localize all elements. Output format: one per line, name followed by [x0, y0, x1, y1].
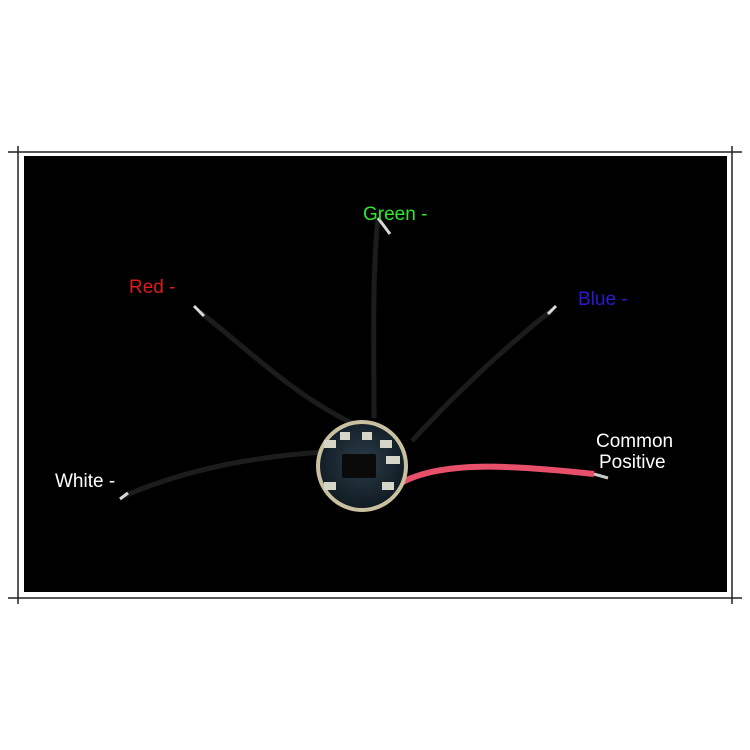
component: [324, 482, 336, 490]
white-wire: [123, 449, 325, 499]
positive-wire-tip: [593, 472, 609, 480]
common-positive-line2: Positive: [599, 452, 666, 473]
common-positive-line1: Common: [596, 431, 674, 452]
white-negative-label: White -: [55, 471, 116, 492]
red-wire-tip: [192, 304, 206, 318]
positive-wire: [394, 463, 595, 489]
component: [340, 432, 350, 440]
component: [380, 440, 392, 448]
component: [386, 456, 400, 464]
common-positive-label: Common Positive: [596, 431, 673, 473]
driver-board-illustration: [119, 217, 609, 512]
blue-wire-tip: [546, 304, 558, 316]
green-wire: [371, 217, 381, 419]
led-driver-photo: Green - Red - Blue - White - Common Posi…: [24, 156, 727, 592]
green-wire-tip: [376, 217, 392, 235]
red-negative-label: Red -: [129, 277, 176, 298]
white-wire-tip: [119, 491, 129, 501]
driver-chip: [342, 454, 376, 478]
component: [324, 440, 336, 448]
blue-negative-label: Blue -: [578, 289, 628, 310]
blue-wire: [410, 308, 554, 443]
component: [382, 482, 394, 490]
red-wire: [198, 310, 356, 427]
component: [362, 432, 372, 440]
green-negative-label: Green -: [363, 204, 428, 225]
